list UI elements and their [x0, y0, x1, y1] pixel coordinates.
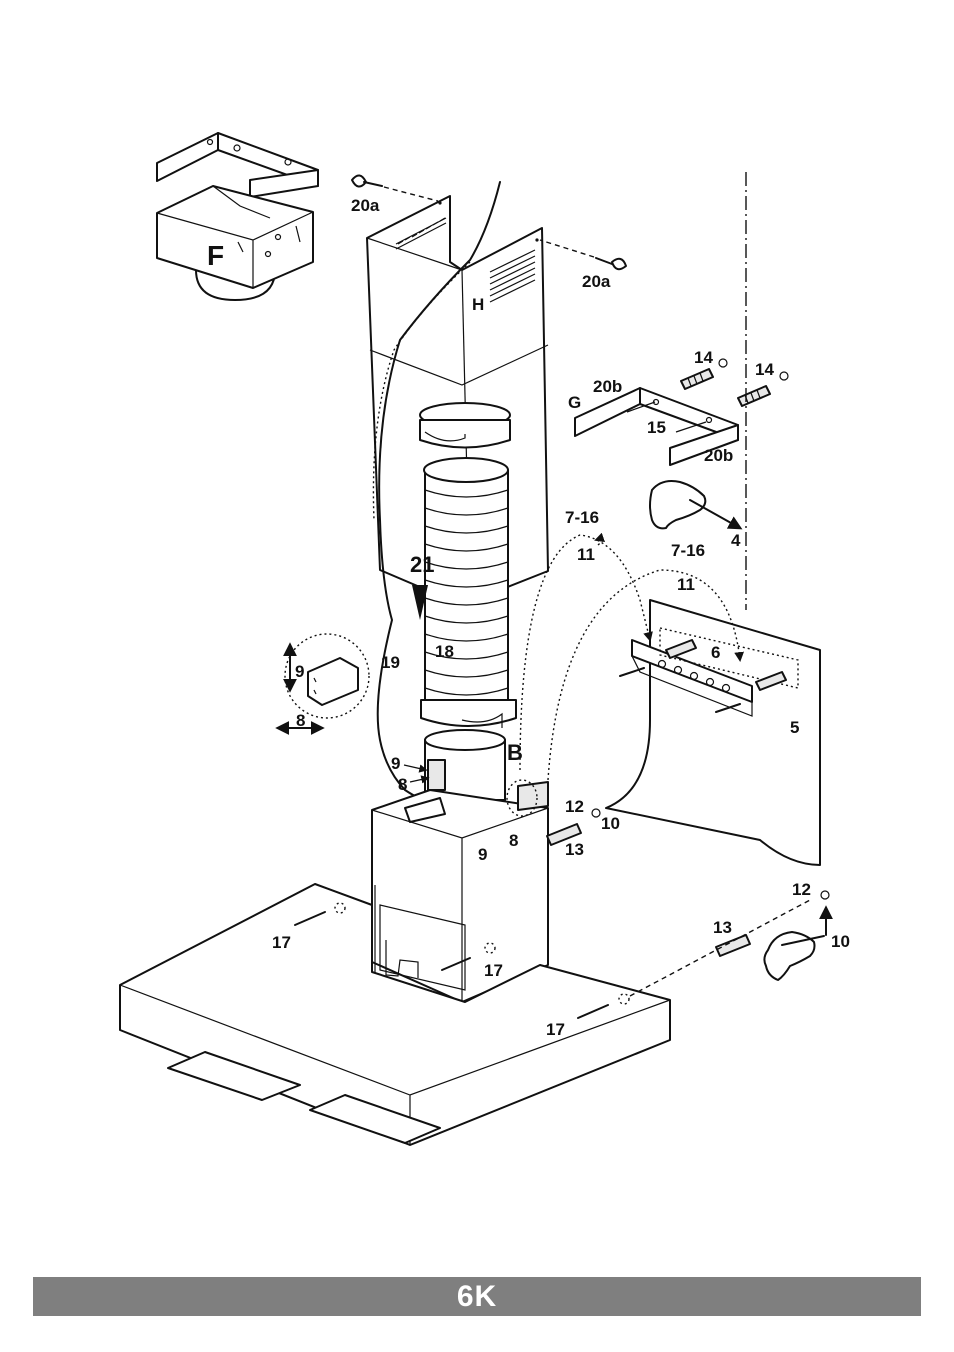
label-9-detail: 9: [295, 662, 304, 681]
terminal-box-detail: [275, 633, 370, 735]
cord-hidden-path: [372, 261, 471, 521]
flexible-duct: [419, 402, 517, 801]
label-9-left: 9: [391, 754, 400, 773]
label-15: 15: [647, 418, 666, 437]
label-11-left: 11: [577, 545, 595, 564]
label-21: 21: [410, 552, 434, 577]
label-b: B: [507, 740, 523, 765]
arrow-9: [403, 764, 428, 773]
label-4: 4: [731, 531, 741, 550]
label-20a-right: 20a: [582, 272, 611, 291]
label-20a-left: 20a: [351, 196, 380, 215]
label-h: H: [472, 295, 484, 314]
label-11-right: 11: [677, 575, 695, 594]
label-8-right: 8: [509, 831, 518, 850]
flange-adapter-f: [156, 132, 319, 301]
label-8-left: 8: [398, 775, 407, 794]
label-6: 6: [711, 643, 720, 662]
screw-20a-right: [539, 239, 627, 271]
bracket-g: [574, 387, 739, 466]
power-cord: [376, 181, 501, 803]
path-arrow-1: [519, 534, 653, 771]
wall-plug-14a: [680, 358, 728, 390]
label-20b-top: 20b: [593, 377, 622, 396]
page-number-label: 6K: [456, 1279, 498, 1313]
label-17-left: 17: [272, 933, 291, 952]
label-13-top: 13: [565, 840, 584, 859]
wall-template: [605, 599, 821, 866]
screw-20a-left: [351, 174, 439, 202]
path-arrow-2: [594, 532, 606, 546]
label-g: G: [568, 393, 581, 412]
label-10-bottom: 10: [831, 932, 850, 951]
page-footer-bar: 6K: [33, 1277, 921, 1316]
hand-marking-wall-bottom: [763, 931, 825, 981]
label-17-right: 17: [546, 1020, 565, 1039]
hood-canopy: [119, 883, 671, 1146]
label-8-detail: 8: [296, 711, 305, 730]
screw-17a: [294, 902, 346, 926]
label-12-bottom: 12: [792, 880, 811, 899]
duct-direction-arrow: [412, 585, 428, 620]
label-13-bottom: 13: [713, 918, 732, 937]
label-20b-bottom: 20b: [704, 446, 733, 465]
label-7-16-right: 7-16: [671, 541, 705, 560]
label-9-right: 9: [478, 845, 487, 864]
label-19: 19: [381, 653, 400, 672]
label-14-left: 14: [694, 348, 713, 367]
wall-plug-13b: [629, 890, 833, 997]
motor-housing: [371, 759, 549, 1003]
label-7-16-left: 7-16: [565, 508, 599, 527]
label-f: F: [207, 240, 224, 271]
label-18: 18: [435, 642, 454, 661]
label-12-top: 12: [565, 797, 584, 816]
wall-plug-13a: [546, 808, 601, 846]
path-arrow-3: [547, 569, 745, 781]
hand-marking-wall-top: [649, 480, 743, 530]
arrow-8: [409, 775, 430, 784]
label-10-top: 10: [601, 814, 620, 833]
label-17-middle: 17: [484, 961, 503, 980]
label-5: 5: [790, 718, 799, 737]
screw-17c: [577, 993, 630, 1019]
label-14-right: 14: [755, 360, 774, 379]
screw-17b: [441, 942, 496, 971]
